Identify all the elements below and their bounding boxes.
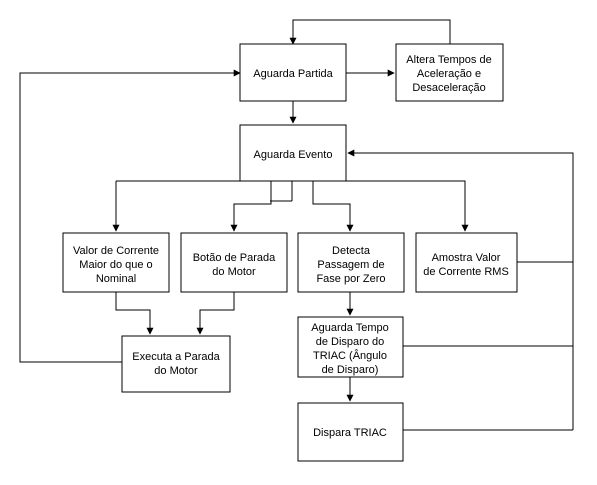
node-label-line: Aguarda Partida bbox=[253, 68, 333, 80]
node-dispara-triac: Dispara TRIAC bbox=[297, 402, 404, 462]
edge-evento-branch-left bbox=[116, 180, 271, 231]
edge-evento-to-valor-corrente bbox=[270, 181, 293, 202]
node-label-line: Detecta bbox=[332, 245, 371, 257]
node-label-line: Dispara TRIAC bbox=[313, 427, 387, 439]
node-label-line: Aceleração e bbox=[417, 68, 481, 80]
node-label-line: Valor de Corrente bbox=[73, 245, 159, 257]
node-label-line: Maior do que o bbox=[79, 259, 152, 271]
edge-executa-to-partida bbox=[19, 69, 241, 363]
edge-altera-to-partida bbox=[289, 19, 451, 45]
node-label-line: Amostra Valor bbox=[432, 252, 501, 264]
node-executa-parada: Executa a Parada do Motor bbox=[121, 335, 231, 393]
node-label-line: Executa a Parada bbox=[132, 351, 220, 363]
node-label-line: de Disparo do bbox=[316, 336, 385, 348]
node-label-line: de Corrente RMS bbox=[423, 266, 509, 278]
connectors bbox=[19, 19, 574, 431]
node-label-line: do Motor bbox=[154, 365, 198, 377]
edge-return-right-trunk bbox=[347, 149, 574, 430]
node-botao-parada: Botão de Parada do Motor bbox=[180, 232, 288, 293]
node-label-line: TRIAC (Ângulo bbox=[313, 349, 387, 362]
node-valor-corrente: Valor de Corrente Maior do que o Nominal bbox=[62, 232, 170, 293]
edge-botao-to-executa bbox=[196, 292, 235, 335]
node-detecta-passagem: Detecta Passagem de Fase por Zero bbox=[297, 232, 405, 293]
node-label-line: Passagem de bbox=[317, 259, 384, 271]
node-aguarda-tempo: Aguarda Tempo de Disparo do TRIAC (Ângul… bbox=[297, 316, 404, 378]
node-label-line: Aguarda Tempo bbox=[311, 322, 388, 334]
node-label-line: Desaceleração bbox=[412, 82, 485, 94]
node-altera-tempos: Altera Tempos de Aceleração e Desacelera… bbox=[395, 43, 504, 102]
edge-evento-to-amostra bbox=[313, 180, 469, 232]
node-label-line: Nominal bbox=[96, 273, 136, 285]
node-amostra-valor: Amostra Valor de Corrente RMS bbox=[415, 232, 518, 293]
node-aguarda-partida: Aguarda Partida bbox=[239, 43, 347, 102]
node-label-line: Fase por Zero bbox=[316, 273, 385, 285]
edge-evento-to-detecta bbox=[312, 181, 354, 232]
node-label-line: Altera Tempos de bbox=[406, 54, 491, 66]
edge-valor-to-executa bbox=[115, 292, 154, 335]
node-label-line: do Motor bbox=[212, 266, 256, 278]
edge-evento-to-botao bbox=[230, 181, 272, 232]
node-label-line: Aguarda Evento bbox=[254, 149, 333, 161]
node-aguarda-evento: Aguarda Evento bbox=[239, 124, 347, 182]
node-label-line: de Disparo) bbox=[322, 364, 379, 376]
node-label-line: Botão de Parada bbox=[193, 252, 276, 264]
